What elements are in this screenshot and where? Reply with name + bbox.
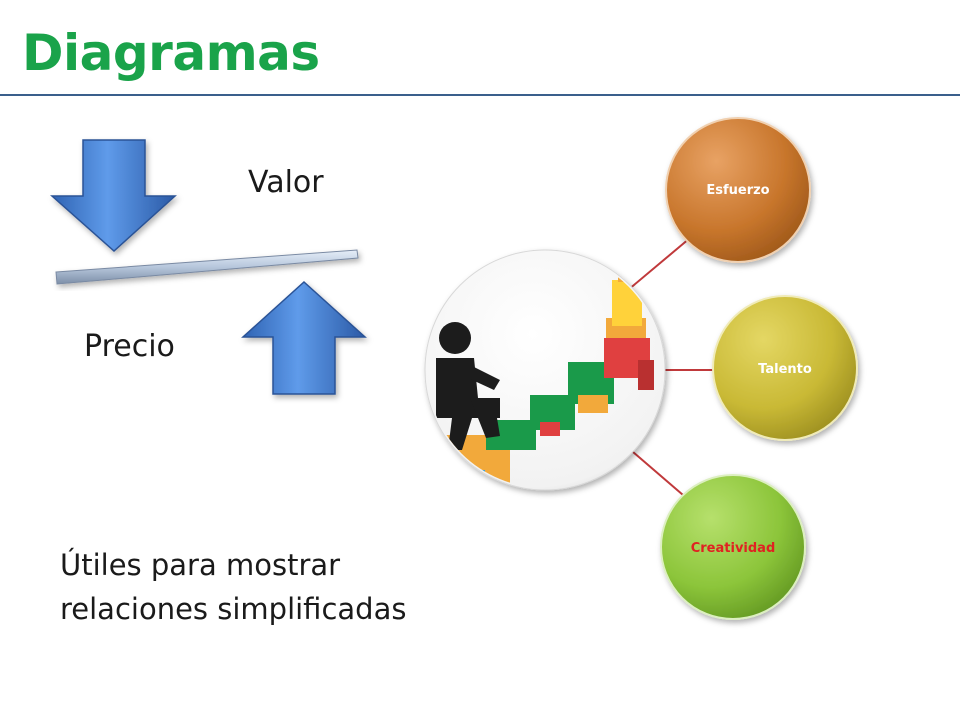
bubble-creatividad-label: Creatividad [691, 541, 776, 556]
arrow-down-icon [50, 139, 177, 253]
connector-esfuerzo [627, 237, 691, 291]
arrow-up-icon [241, 280, 367, 395]
bubble-talento: Talento [712, 295, 858, 441]
bubble-esfuerzo-label: Esfuerzo [706, 183, 769, 198]
caption-line-2: relaciones simplificadas [60, 592, 407, 626]
bubble-talento-label: Talento [758, 362, 812, 377]
title-divider [0, 94, 960, 96]
slide-title: Diagramas [22, 24, 320, 82]
bubble-creatividad: Creatividad [660, 474, 806, 620]
connector-lines [627, 237, 716, 496]
slide-caption: Útiles para mostrar relaciones simplific… [60, 543, 406, 631]
valor-label: Valor [248, 165, 324, 200]
connector-creatividad [632, 451, 684, 496]
stairs-climber-icon [424, 249, 666, 491]
balance-beam [55, 249, 359, 285]
precio-label: Precio [84, 329, 175, 364]
caption-line-1: Útiles para mostrar [60, 548, 341, 582]
bubble-esfuerzo: Esfuerzo [665, 117, 811, 263]
